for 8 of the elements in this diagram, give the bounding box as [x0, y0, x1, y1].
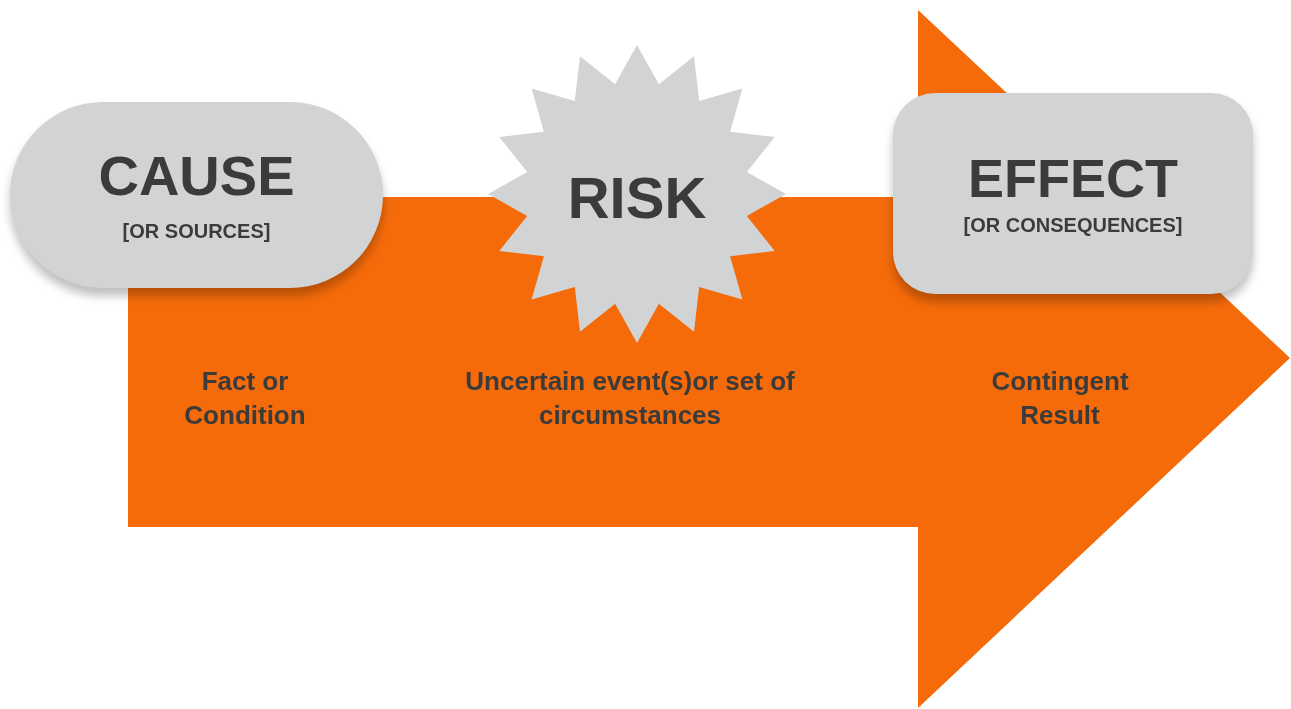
- heading-text: EFFECT: [967, 147, 1179, 210]
- heading-text: CAUSE: [97, 143, 296, 209]
- description-text: Contingent Result: [990, 365, 1130, 432]
- subheading-text: [OR SOURCES]: [121, 219, 272, 244]
- description-text: Uncertain event(s)or set of circumstances: [465, 365, 795, 432]
- description-text: Fact or Condition: [183, 365, 307, 432]
- heading-text: RISK: [566, 164, 708, 232]
- subheading-text: [OR CONSEQUENCES]: [962, 213, 1184, 238]
